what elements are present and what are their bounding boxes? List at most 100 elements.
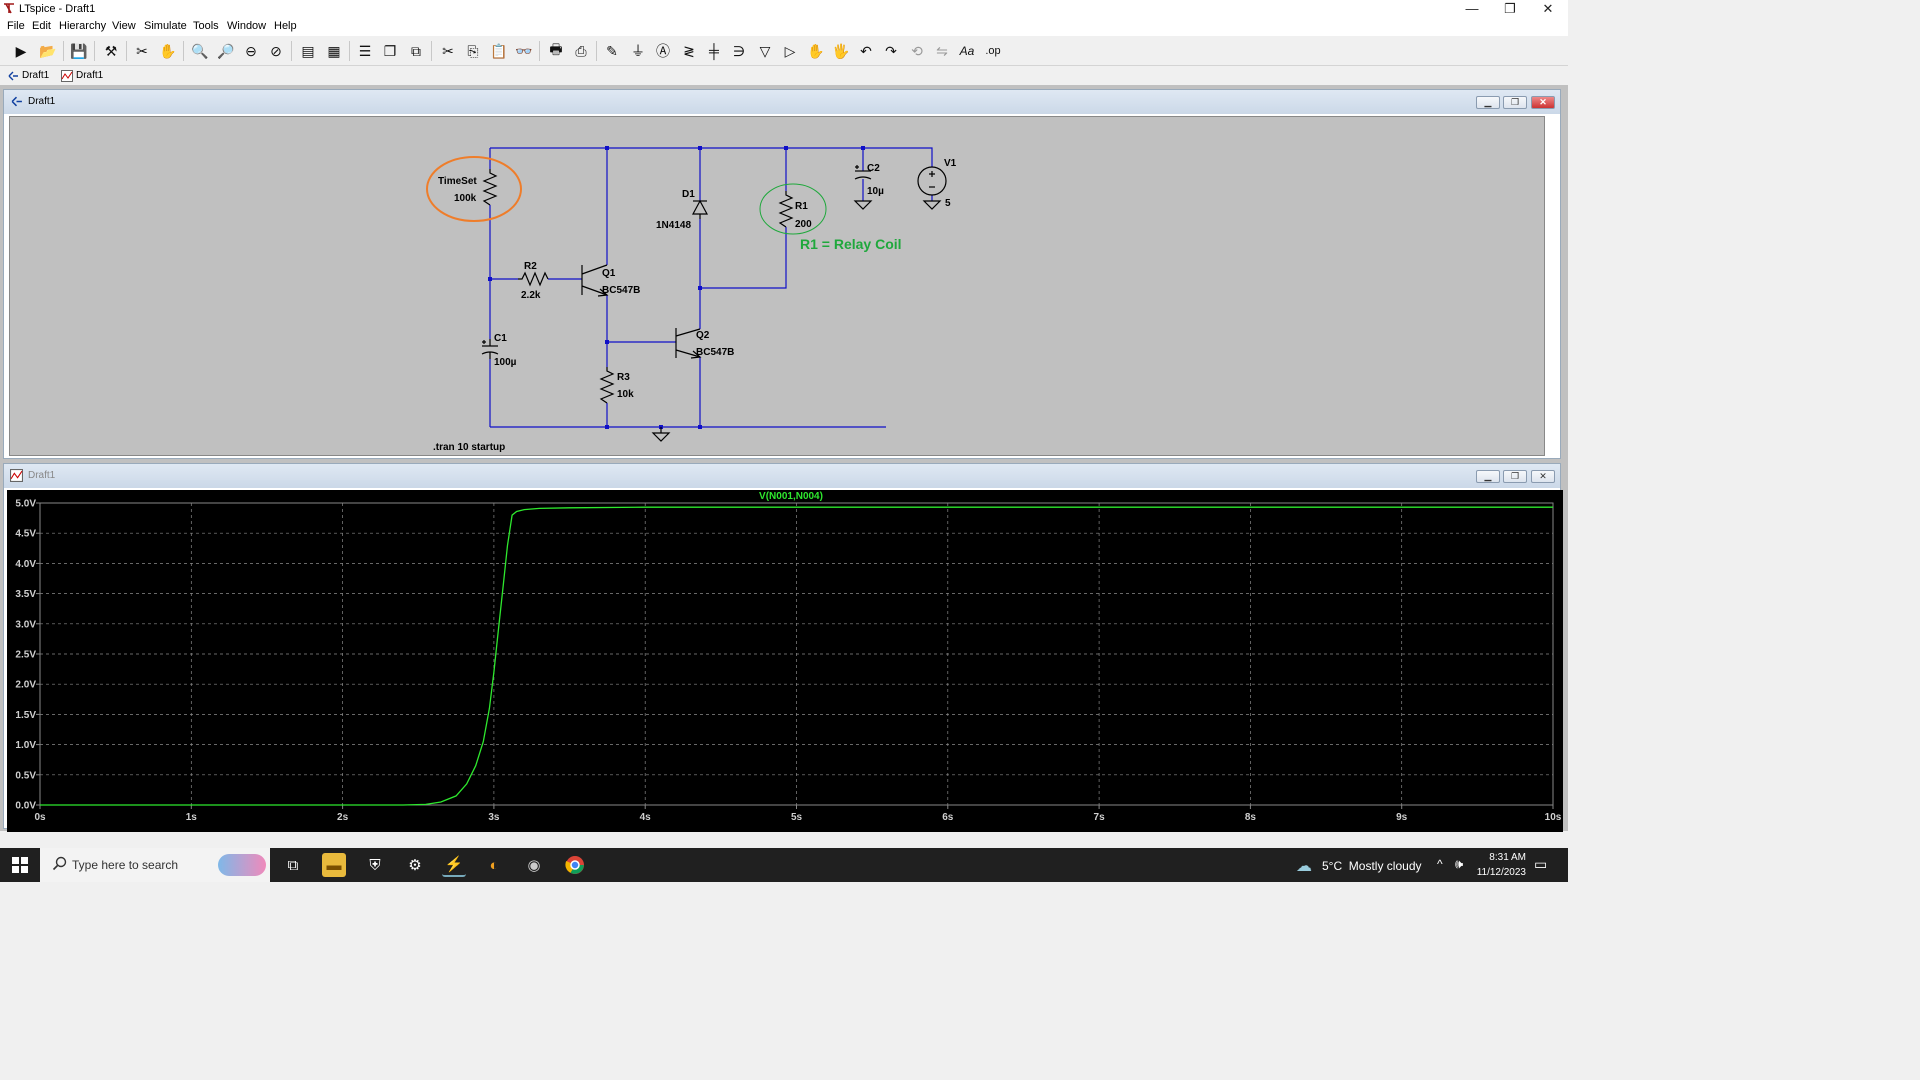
r2-name: R2	[524, 261, 537, 272]
junction-dots	[488, 146, 865, 429]
text-tool-button[interactable]: Aa	[959, 44, 975, 58]
redo-icon[interactable]: ↷	[885, 42, 897, 59]
save-icon[interactable]: 💾	[70, 42, 88, 59]
cascade-icon[interactable]: ❐	[383, 42, 397, 59]
x-tick-label: 10s	[1545, 812, 1562, 823]
pan-hand-icon[interactable]: ✋	[159, 42, 177, 59]
control-panel-icon[interactable]: ⚒	[104, 42, 118, 59]
cut-icon[interactable]: ✂	[442, 42, 454, 59]
child-minimize-button[interactable]: ▁	[1476, 96, 1500, 109]
menu-file[interactable]: File	[7, 20, 25, 32]
x-tick-label: 9s	[1396, 812, 1408, 823]
ground-icon[interactable]: ⏚	[631, 43, 645, 59]
notification-icon[interactable]: ▭	[1534, 856, 1548, 872]
minimize-button[interactable]: —	[1465, 1, 1479, 16]
clock[interactable]: 8:31 AM 11/12/2023	[1474, 848, 1526, 882]
schematic-canvas[interactable]: TimeSet 100k R2 2.2k Q1 BC547B C1 100µ R…	[9, 116, 1545, 456]
tab-waveform[interactable]: Draft1	[58, 68, 108, 84]
security-app-icon[interactable]: ⛨	[369, 856, 381, 874]
spice-directive: .tran 10 startup	[433, 442, 505, 453]
run-icon[interactable]: ▶	[15, 42, 27, 59]
y-tick-label: 3.0V	[15, 619, 36, 630]
x-tick-label: 2s	[337, 812, 349, 823]
y-tick-label: 0.0V	[15, 801, 36, 812]
capacitor-icon[interactable]: ╪	[709, 43, 719, 59]
relay-coil-annotation: R1 = Relay Coil	[800, 236, 902, 252]
ltspice-taskbar-icon[interactable]: ⚡	[442, 853, 466, 877]
diode-icon[interactable]: ▽	[759, 42, 771, 59]
menu-hierarchy[interactable]: Hierarchy	[59, 20, 107, 32]
print-preview-icon[interactable]: ⎙	[575, 42, 587, 59]
halt-icon[interactable]: ✂	[136, 42, 148, 59]
x-tick-label: 0s	[34, 812, 46, 823]
tab-schematic[interactable]: Draft1	[4, 68, 54, 84]
child-minimize-button[interactable]: ▁	[1476, 470, 1500, 483]
component-icon[interactable]: ▷	[784, 42, 796, 59]
zoom-in-icon[interactable]: 🔍	[191, 42, 209, 59]
undo-icon[interactable]: ↶	[860, 42, 872, 59]
speaker-icon[interactable]: 🕪	[1455, 856, 1464, 871]
inductor-icon[interactable]: ∋	[732, 42, 746, 59]
move-icon[interactable]: ✋	[807, 42, 825, 59]
paste-icon[interactable]: 📋	[490, 42, 508, 59]
x-tick-label: 6s	[942, 812, 954, 823]
chrome-icon[interactable]	[563, 853, 587, 877]
toolbar-separator	[183, 41, 184, 61]
find-icon[interactable]: 👓	[515, 42, 533, 59]
draw-wire-icon[interactable]: ✎	[606, 42, 618, 59]
r1-name: R1	[795, 201, 808, 212]
trace-label[interactable]: V(N001,N004)	[759, 491, 823, 502]
file-explorer-icon[interactable]: ▬	[322, 853, 346, 877]
open-folder-icon[interactable]: 📂	[39, 42, 57, 59]
child-restore-button[interactable]: ❐	[1503, 96, 1527, 109]
drag-icon[interactable]: 🖐	[832, 42, 850, 59]
r1-resistor	[778, 191, 794, 228]
d1-name: D1	[682, 189, 695, 200]
app-icon-orange[interactable]: ◐	[489, 856, 499, 874]
app-icon-shield[interactable]: ◉	[527, 857, 541, 874]
task-view-icon[interactable]: ⧉	[287, 856, 299, 874]
resistor-icon[interactable]: ≷	[683, 42, 695, 59]
label-net-icon[interactable]: Ⓐ	[656, 43, 670, 59]
grid-icon[interactable]: ▦	[327, 42, 341, 59]
menu-simulate[interactable]: Simulate	[144, 20, 187, 32]
restore-button[interactable]: ❐	[1504, 1, 1516, 16]
y-tick-label: 0.5V	[15, 770, 36, 781]
menu-help[interactable]: Help	[274, 20, 297, 32]
menu-edit[interactable]: Edit	[32, 20, 51, 32]
toolbar-separator	[539, 41, 540, 61]
windows-start-icon[interactable]	[12, 857, 28, 873]
y-tick-label: 2.5V	[15, 650, 36, 661]
spice-directive-button[interactable]: .op	[985, 45, 1001, 57]
menu-tools[interactable]: Tools	[193, 20, 219, 32]
mirror-icon[interactable]: ⇋	[936, 42, 948, 59]
copy-icon[interactable]: ⎘	[467, 42, 479, 59]
zoom-cancel-icon[interactable]: ⊘	[270, 42, 282, 59]
r3-name: R3	[617, 372, 630, 383]
child-close-button[interactable]: ✕	[1531, 96, 1555, 109]
settings-gear-icon[interactable]: ⚙	[408, 857, 422, 874]
waveform-window-titlebar: Draft1 ▁ ❐ ✕	[4, 464, 1560, 488]
taskbar-search-box[interactable]: Type here to search	[40, 848, 270, 882]
tile-horizontal-icon[interactable]: ☰	[358, 42, 372, 59]
toolbar-separator	[349, 41, 350, 61]
y-tick-label: 2.0V	[15, 680, 36, 691]
child-close-button[interactable]: ✕	[1531, 470, 1555, 483]
print-icon[interactable]: 🖶	[549, 41, 563, 57]
tray-chevron-up-icon[interactable]: ^	[1437, 857, 1443, 871]
x-tick-label: 7s	[1094, 812, 1106, 823]
zoom-out-icon[interactable]: ⊖	[245, 42, 257, 59]
q2-value: BC547B	[696, 347, 734, 358]
menu-window[interactable]: Window	[227, 20, 267, 32]
rotate-icon[interactable]: ⟲	[911, 42, 923, 59]
zoom-fit-icon[interactable]: 🔎	[217, 42, 235, 59]
title-bar: LTspice - Draft1 — ❐ ✕	[0, 0, 1568, 18]
menu-view[interactable]: View	[112, 20, 136, 32]
tile-vertical-icon[interactable]: ⧉	[411, 42, 421, 59]
child-restore-button[interactable]: ❐	[1503, 470, 1527, 483]
autorange-icon[interactable]: ▤	[301, 42, 315, 59]
resistor-symbols	[482, 169, 794, 404]
close-button[interactable]: ✕	[1542, 1, 1554, 16]
